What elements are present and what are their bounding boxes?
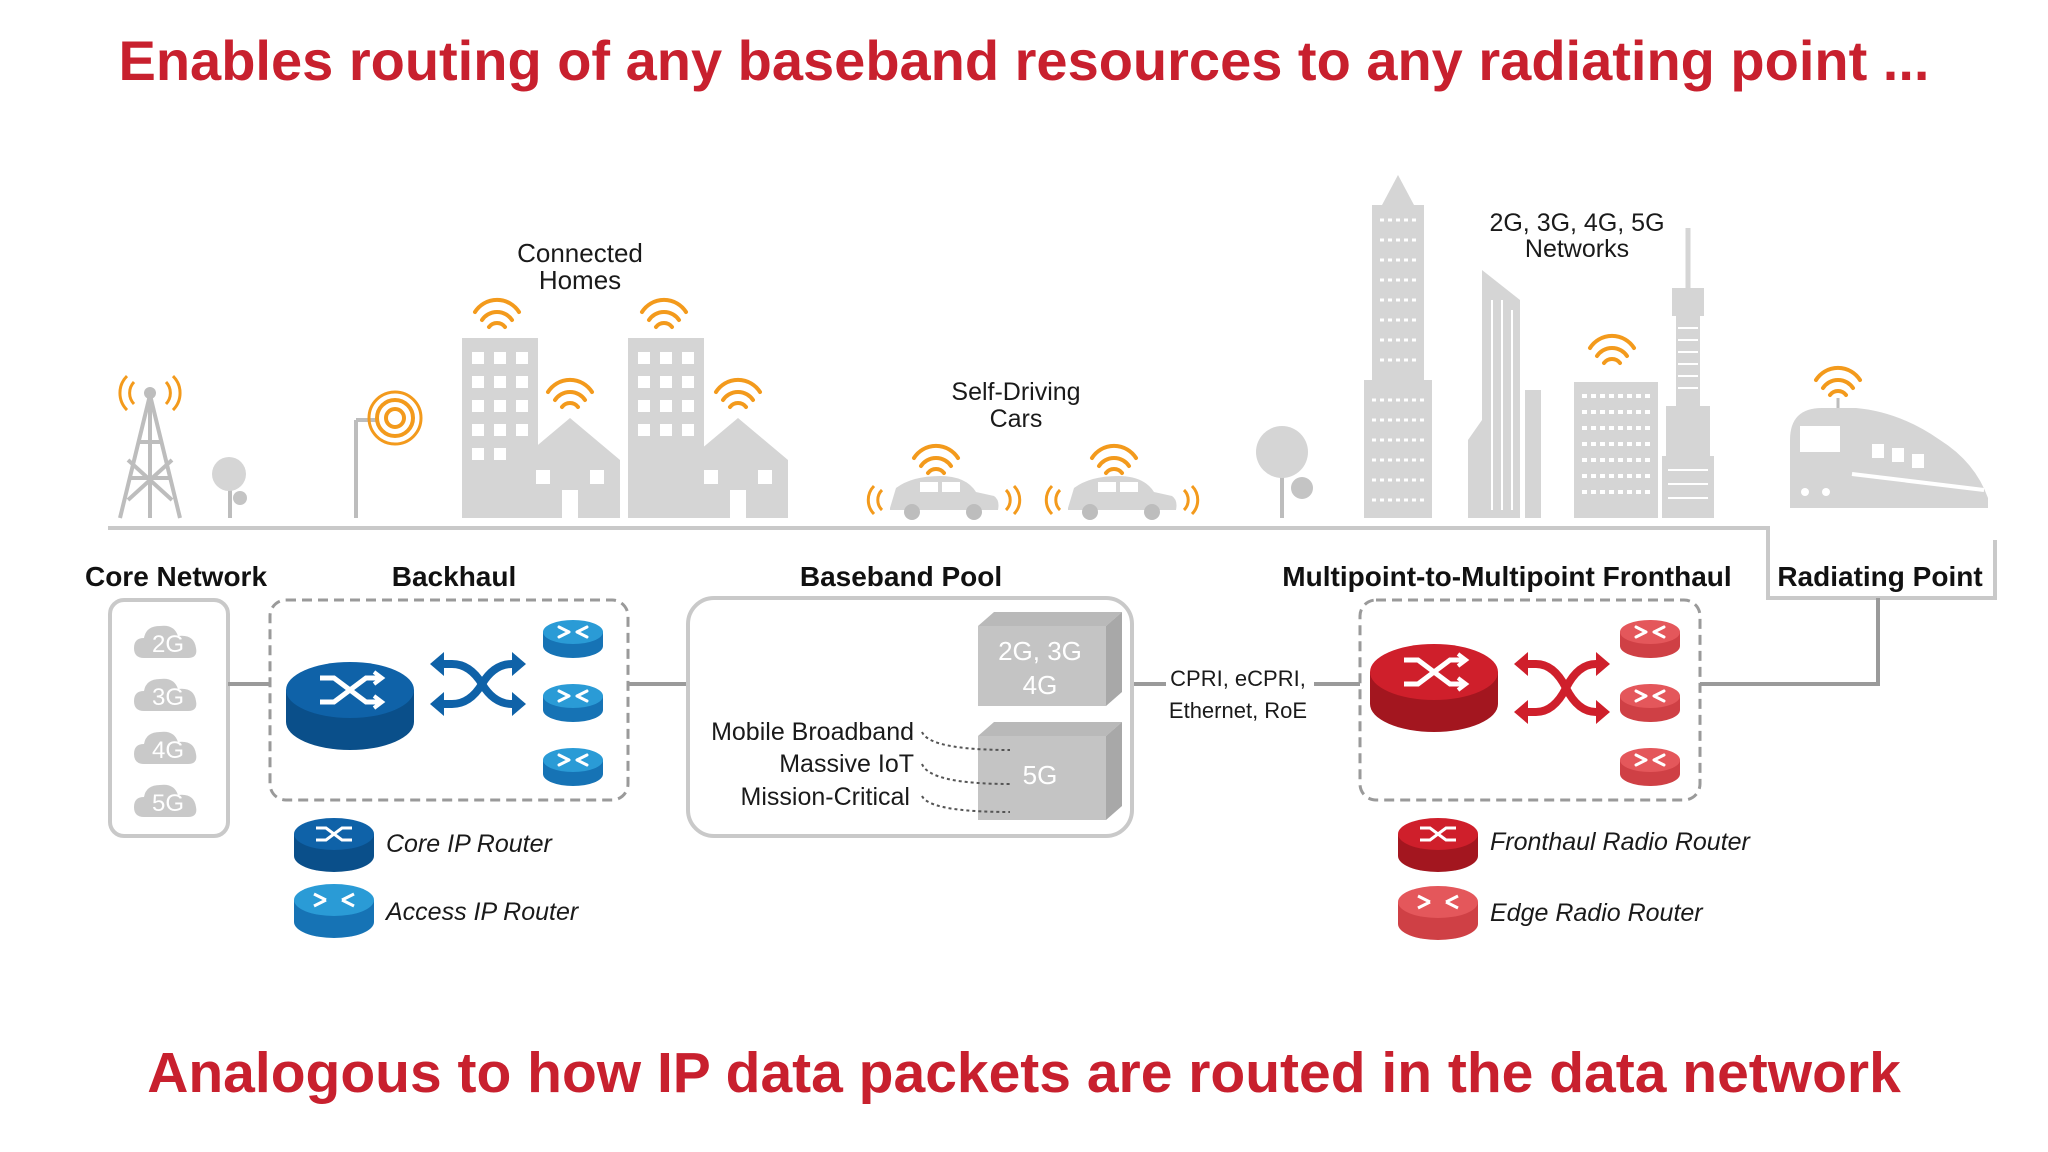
- router-icon: [1398, 886, 1478, 940]
- router-icon: [541, 618, 605, 660]
- router-icon: [286, 662, 414, 750]
- baseband-lower-block: [978, 722, 1122, 820]
- core-network-box: [108, 598, 230, 838]
- building-icon: [462, 338, 538, 518]
- car-icon: [1044, 476, 1200, 520]
- router-icon: [1370, 644, 1498, 732]
- router-icon: [294, 884, 374, 938]
- cloud-label-4g: 4G: [152, 737, 184, 764]
- fronthaul-box: [1358, 598, 1702, 802]
- service-mission-critical: Mission-Critical: [741, 783, 910, 811]
- crossover-arrows-icon: [430, 652, 526, 716]
- service-massive-iot: Massive IoT: [779, 750, 914, 778]
- cell-tower-icon: [118, 374, 182, 519]
- legend-fronthaul-radio-router: Fronthaul Radio Router: [1490, 828, 1752, 856]
- baseband-pool-heading: Baseband Pool: [800, 561, 1002, 592]
- legend-access-ip-router: Access IP Router: [384, 898, 580, 926]
- self-driving-cars-label-2: Cars: [990, 405, 1043, 433]
- building-icon: [1574, 382, 1658, 518]
- baseband-upper-label: 2G, 3G: [998, 636, 1082, 666]
- tree-icon: [1256, 426, 1313, 518]
- baseband-pool-box: [686, 596, 1134, 838]
- train-icon: [1790, 398, 1988, 508]
- router-icon: [541, 746, 605, 788]
- fronthaul-heading: Multipoint-to-Multipoint Fronthaul: [1282, 561, 1731, 592]
- cloud-label-5g: 5G: [152, 790, 184, 817]
- page-title: Enables routing of any baseband resource…: [118, 29, 1930, 92]
- router-icon: [294, 818, 374, 872]
- self-driving-cars-label: Self-Driving: [951, 378, 1080, 406]
- backhaul-heading: Backhaul: [392, 561, 517, 592]
- router-icon: [1618, 682, 1682, 724]
- car-icon: [866, 476, 1022, 520]
- backhaul-box: [268, 598, 630, 802]
- router-icon: [1398, 818, 1478, 872]
- tree-icon: [212, 457, 247, 518]
- baseband-upper-label-2: 4G: [1023, 670, 1058, 700]
- skyscraper-icon: [1662, 228, 1714, 518]
- service-mobile-broadband: Mobile Broadband: [711, 718, 914, 746]
- house-icon: [688, 418, 788, 518]
- legend-core-ip-router: Core IP Router: [386, 830, 553, 858]
- crossover-arrows-icon: [1514, 652, 1610, 724]
- router-icon: [1618, 618, 1682, 660]
- house-icon: [520, 418, 620, 518]
- baseband-upper-block: [978, 612, 1122, 706]
- networks-label: 2G, 3G, 4G, 5G: [1489, 209, 1664, 237]
- protocol-label-2: Ethernet, RoE: [1169, 698, 1307, 723]
- street-light-icon: [354, 390, 423, 518]
- protocol-label: CPRI, eCPRI,: [1170, 666, 1306, 691]
- connected-homes-label-2: Homes: [539, 265, 621, 295]
- skyscraper-icon: [1468, 270, 1541, 518]
- baseband-5g-label: 5G: [1023, 760, 1058, 790]
- cloud-label-2g: 2G: [152, 631, 184, 658]
- legend-edge-radio-router: Edge Radio Router: [1490, 899, 1704, 927]
- page-subtitle: Analogous to how IP data packets are rou…: [147, 1041, 1901, 1105]
- radiating-point-heading: Radiating Point: [1777, 561, 1982, 592]
- router-icon: [541, 682, 605, 724]
- cloud-label-3g: 3G: [152, 684, 184, 711]
- core-network-heading: Core Network: [85, 561, 267, 592]
- networks-label-2: Networks: [1525, 235, 1629, 263]
- router-icon: [1618, 746, 1682, 788]
- connected-homes-label: Connected: [517, 238, 643, 268]
- skyscraper-icon: [1364, 175, 1432, 518]
